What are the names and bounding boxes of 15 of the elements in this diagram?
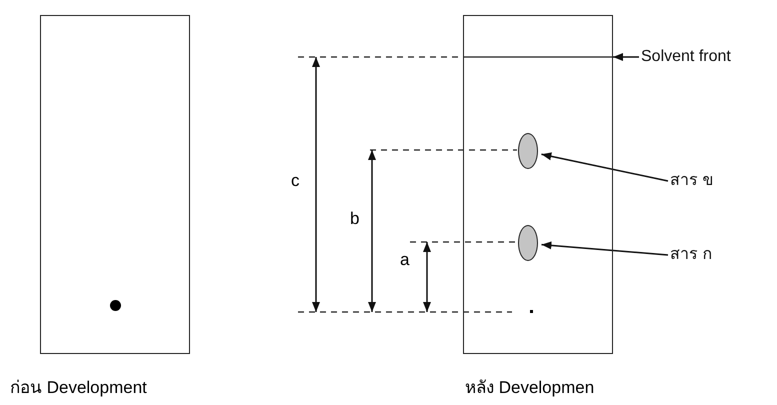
sample-spot bbox=[518, 133, 538, 169]
plate-caption: หลัง Developmen bbox=[465, 377, 594, 399]
leader-label: สาร ก bbox=[670, 244, 734, 266]
tlc-plate bbox=[463, 15, 613, 354]
leader-arrow bbox=[541, 152, 668, 182]
tlc-plate bbox=[40, 15, 190, 354]
dimension-label: c bbox=[291, 170, 300, 192]
leader-label: สาร ข bbox=[670, 170, 734, 192]
plate-caption: ก่อน Development bbox=[10, 377, 147, 399]
dimension-label: b bbox=[350, 208, 360, 230]
leader-label: Solvent front bbox=[641, 46, 775, 68]
dimension-label: a bbox=[400, 249, 410, 271]
leader-arrow bbox=[613, 53, 639, 61]
sample-spot bbox=[518, 225, 538, 261]
leader-arrow bbox=[541, 241, 668, 256]
